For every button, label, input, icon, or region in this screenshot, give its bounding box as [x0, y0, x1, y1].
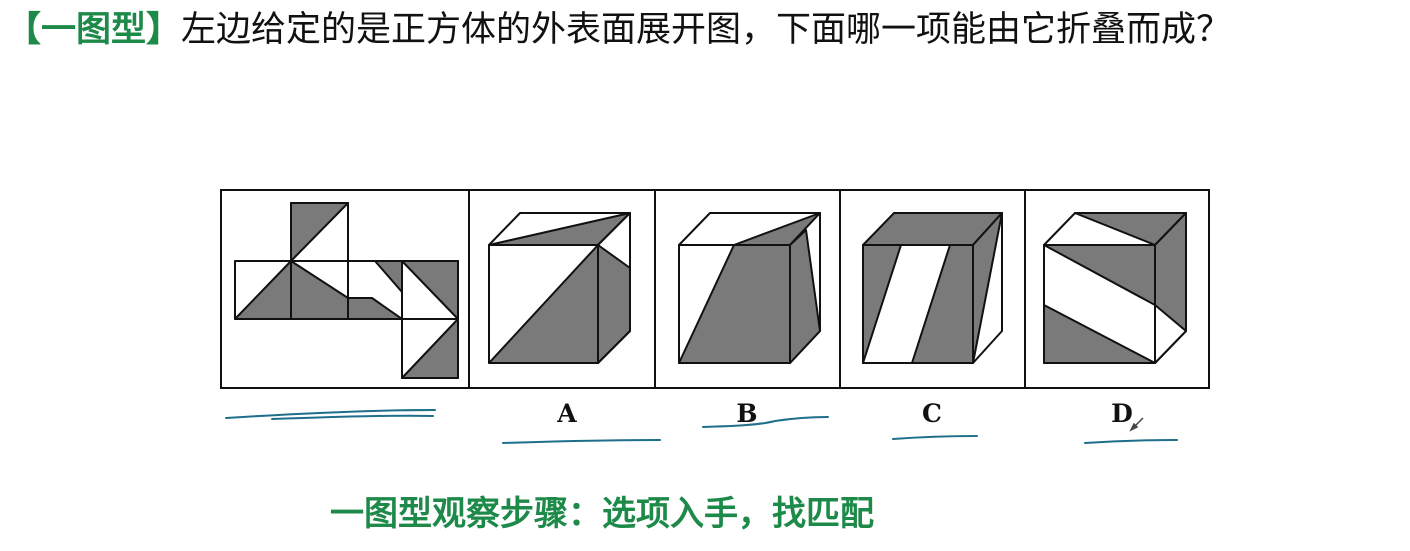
underline-c: [892, 435, 978, 440]
solution-tip: 一图型观察步骤：选项入手，找匹配: [330, 494, 874, 534]
question-text: 左边给定的是正方体的外表面展开图，下面哪一项能由它折叠而成？: [181, 10, 1232, 50]
annotation-underlines: [225, 409, 1178, 444]
cube-c-right-shade: [972, 212, 1003, 364]
underline-net: [225, 409, 436, 419]
option-a-cube: [488, 212, 631, 364]
underline-net-2: [271, 414, 434, 420]
option-d-label[interactable]: D: [1111, 399, 1133, 428]
net-face-bottom-shade: [401, 318, 459, 379]
figure-frame: [220, 189, 1210, 389]
option-c-label[interactable]: C: [922, 399, 942, 428]
option-b-cube: [678, 212, 821, 364]
cube-a-right-shade: [597, 244, 631, 364]
net-face-4-shade: [401, 260, 459, 320]
cube-net: [234, 202, 459, 379]
option-b-label[interactable]: B: [736, 399, 757, 428]
option-c-cube: [862, 212, 1003, 364]
cube-d-right-unshade: [1154, 304, 1187, 364]
option-d-cube: [1043, 212, 1187, 364]
question-type-tag: 【一图型】: [6, 10, 182, 50]
underline-b: [702, 416, 829, 428]
cube-b-right-shade: [789, 229, 821, 364]
option-a-label[interactable]: A: [556, 399, 577, 428]
cube-d-front-shade-b: [1043, 304, 1156, 364]
question-header: 【一图型】左边给定的是正方体的外表面展开图，下面哪一项能由它折叠而成？: [6, 8, 1231, 52]
underline-a: [502, 439, 661, 444]
underline-d: [1084, 439, 1178, 444]
net-face-top-shade: [290, 202, 349, 262]
pen-cursor-icon: [1129, 417, 1144, 432]
